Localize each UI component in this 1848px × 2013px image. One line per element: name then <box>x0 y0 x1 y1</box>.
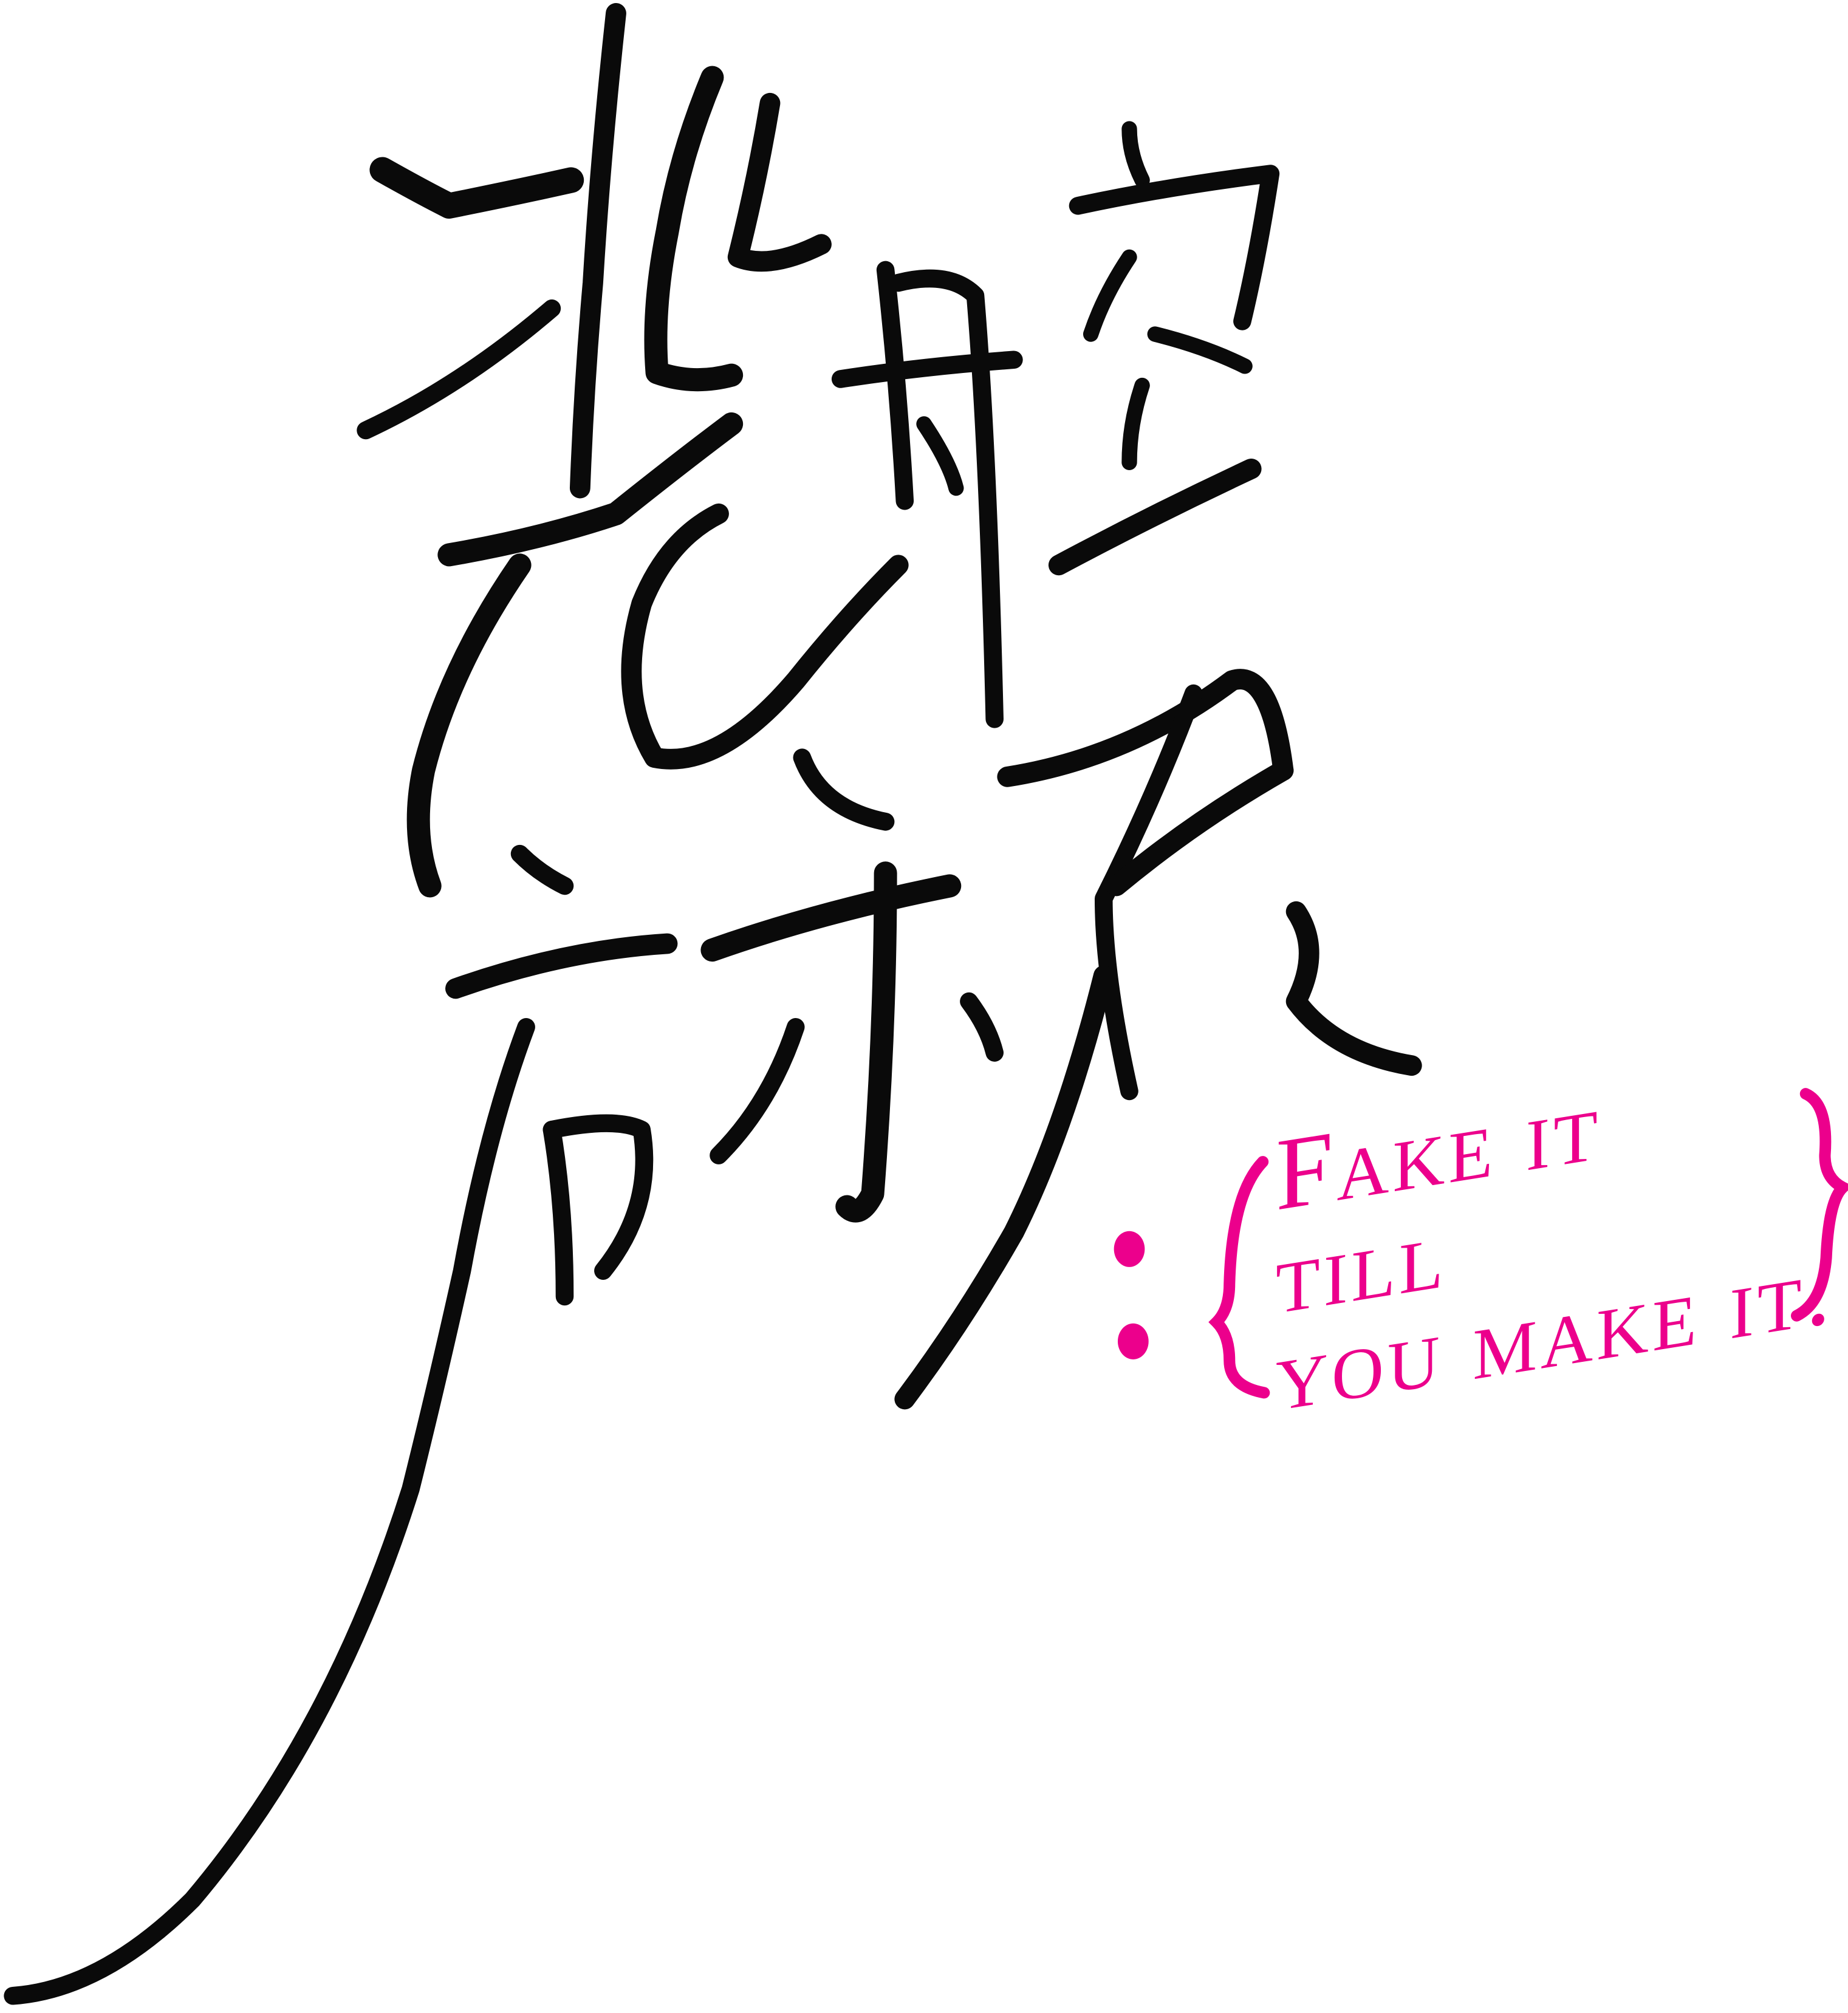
char-hua <box>357 3 909 898</box>
char-qiang <box>831 121 1280 728</box>
left-brace <box>1208 1156 1270 1399</box>
char-qi <box>4 844 678 2005</box>
char-shi <box>700 748 1004 1223</box>
right-brace <box>1790 1088 1848 1322</box>
colon-dots <box>1114 1231 1149 1359</box>
char-lu <box>894 669 1422 1410</box>
